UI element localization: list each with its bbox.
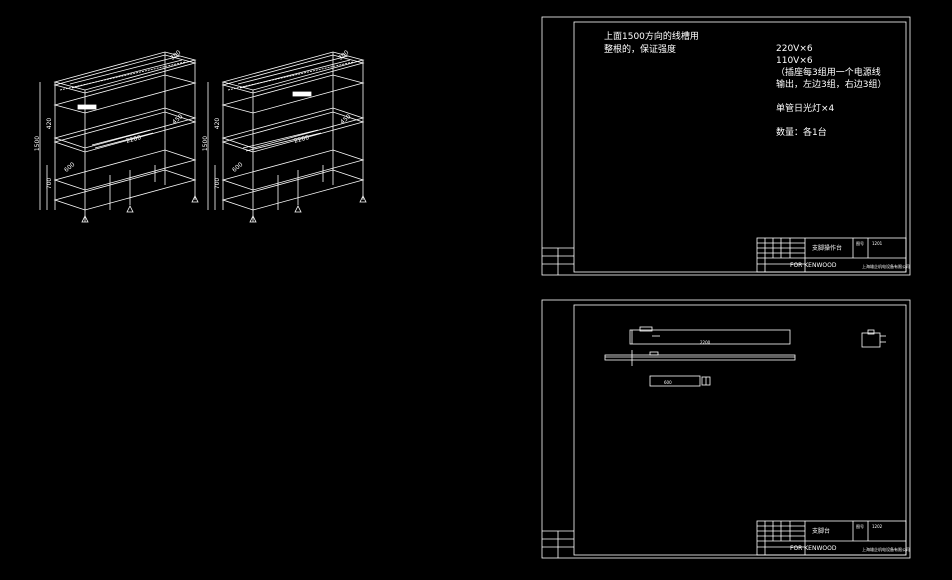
sheet2-title: 支脚台 (812, 528, 831, 535)
sheet2-frame (541, 299, 911, 559)
dim-height-upper-2: 420 (214, 117, 222, 130)
sheet1-code: 1201 (872, 241, 883, 246)
sheet1-note-right-6: 单管日光灯×4 (776, 104, 835, 114)
dim-height-upper-1: 420 (46, 117, 54, 130)
iso-workstation-right (207, 51, 367, 223)
sheet1-note-left-1: 上面1500方向的线槽用 (604, 32, 699, 42)
sheet1-note-right-3: （插座每3组用一个电源线 (776, 68, 881, 78)
sheet2-client: FOR KENWOOD (790, 545, 837, 552)
dim-height-total-2: 1500 (202, 135, 210, 152)
dim-height-lower-1: 700 (46, 177, 54, 190)
sheet2-dim-main: 2200 (700, 340, 711, 345)
sheet2-code-label: 图号 (856, 524, 864, 529)
sheet1-title: 支脚操作台 (812, 245, 843, 252)
sheet1-code-label: 图号 (856, 241, 864, 246)
dim-height-total-1: 1500 (34, 135, 42, 152)
sheet1-note-right-8: 数量：各1台 (776, 128, 827, 138)
dim-height-lower-2: 700 (214, 177, 222, 190)
sheet1-client: FOR KENWOOD (790, 262, 837, 269)
sheet2-company: 上海雄企机电设备有限公司 (862, 547, 910, 552)
sheet1-note-right-1: 220V×6 (776, 44, 813, 54)
sheet2-parts (604, 326, 886, 387)
sheet1-company: 上海雄企机电设备有限公司 (862, 264, 910, 269)
sheet1-note-left-2: 整根的，保证强度 (604, 45, 677, 55)
sheet1-frame (541, 16, 911, 276)
sheet2-code: 1202 (872, 524, 883, 529)
iso-workstation-left (39, 51, 199, 223)
sheet1-note-right-4: 输出，左边3组，右边3组） (776, 80, 887, 90)
sheet2-dim-part: 600 (664, 380, 672, 385)
sheet1-note-right-2: 110V×6 (776, 56, 813, 66)
